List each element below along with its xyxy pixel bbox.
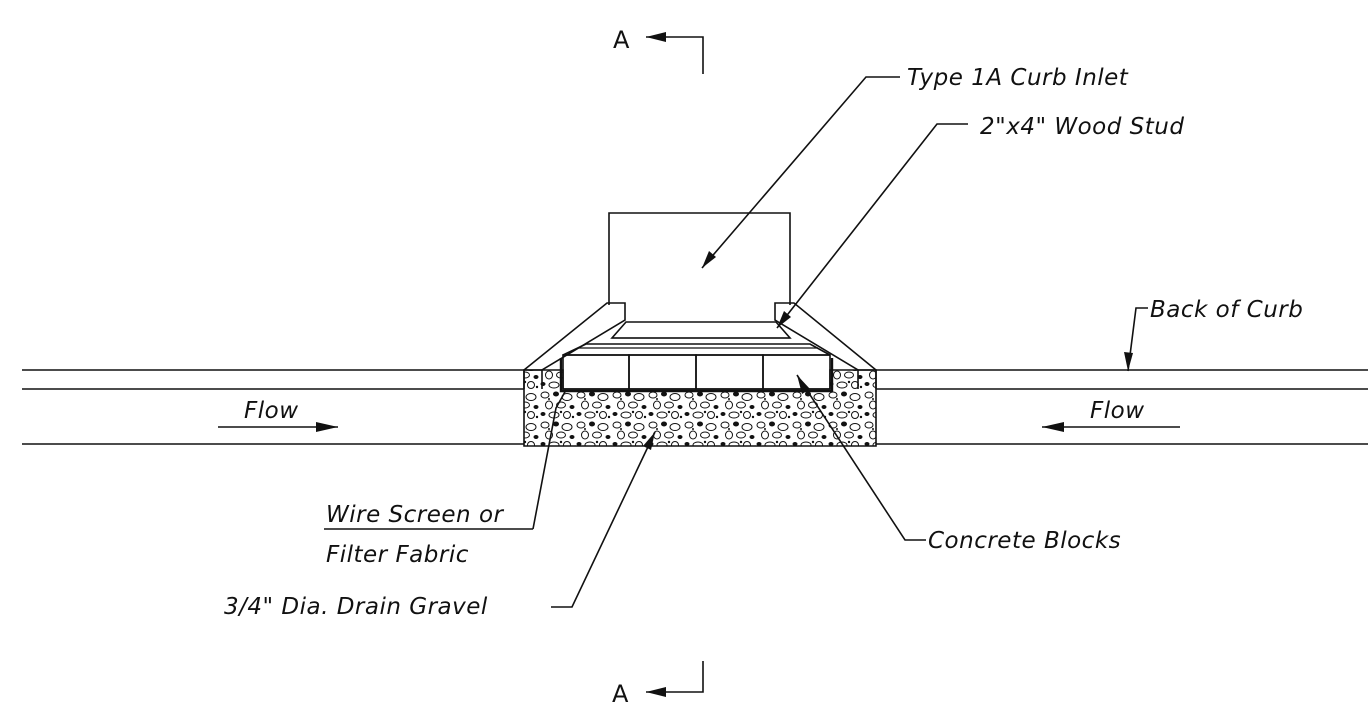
label-back-of-curb: Back of Curb [1150, 297, 1303, 323]
flow-arrow-left: Flow [218, 398, 338, 432]
drain-gravel-bed [523, 369, 877, 447]
label-wire-screen-line1: Wire Screen or [326, 502, 505, 528]
wire-screen [559, 358, 834, 393]
section-marker-top: A [613, 26, 704, 74]
section-marker-top-label: A [613, 26, 630, 54]
concrete-blocks [562, 354, 831, 390]
concrete-block [762, 354, 831, 390]
inlet-wing-left [523, 302, 626, 389]
label-wood-stud: 2"x4" Wood Stud [980, 114, 1184, 140]
inlet-wing-right [774, 302, 877, 389]
label-flow-right: Flow [1090, 398, 1145, 424]
label-wire-screen-line2: Filter Fabric [326, 542, 469, 568]
leader-wood-stud [776, 123, 968, 329]
label-drain-gravel: 3/4" Dia. Drain Gravel [224, 594, 488, 620]
leader-curb-inlet [701, 76, 900, 269]
flow-arrow-right: Flow [1042, 398, 1180, 432]
concrete-block [562, 354, 630, 390]
section-marker-bottom-label: A [612, 680, 629, 707]
label-curb-inlet: Type 1A Curb Inlet [907, 65, 1129, 91]
leader-concrete-blocks [796, 374, 926, 541]
stud-lintel [610, 321, 792, 339]
concrete-block [628, 354, 697, 390]
label-concrete-blocks: Concrete Blocks [928, 528, 1121, 554]
curb-inlet-box [608, 212, 791, 305]
leader-back-of-curb [1124, 307, 1148, 372]
leader-wire-screen [324, 389, 567, 530]
concrete-block [695, 354, 764, 390]
section-marker-bottom: A [612, 661, 704, 707]
leader-drain-gravel [551, 431, 656, 608]
label-flow-left: Flow [244, 398, 299, 424]
curb-lines [22, 369, 1368, 445]
wood-stud [562, 343, 831, 356]
